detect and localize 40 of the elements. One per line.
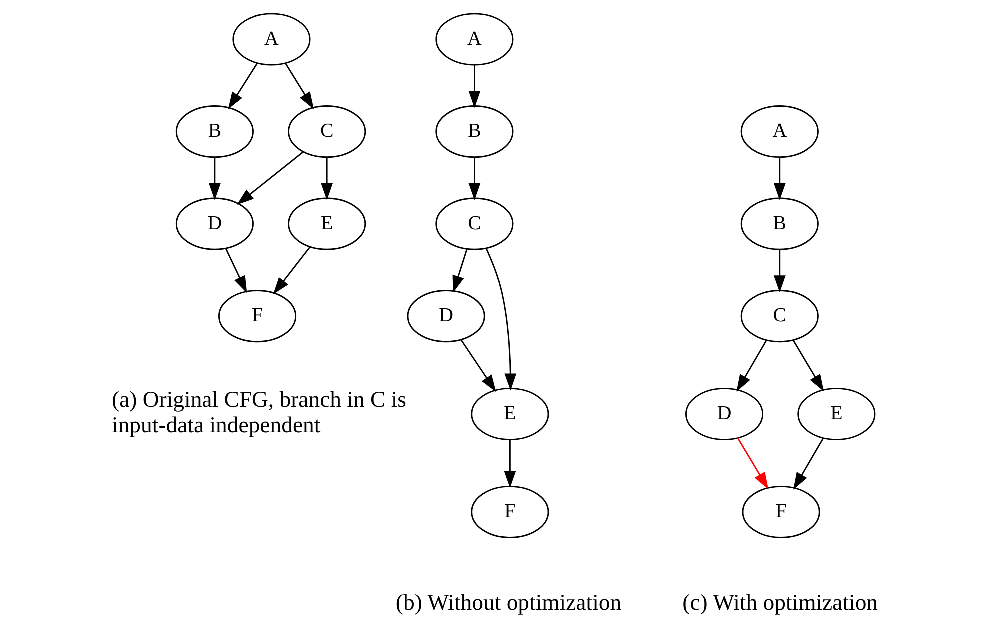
node-ellipse: D [176, 198, 254, 250]
node-ellipse: E [798, 388, 876, 441]
arrow [273, 246, 311, 295]
node-ellipse: E [288, 198, 366, 250]
arrow [794, 438, 824, 490]
node-ellipse: C [436, 198, 514, 250]
arrow [486, 248, 517, 391]
arrow [460, 340, 496, 392]
arrow [321, 158, 334, 200]
node-ellipse: A [436, 13, 514, 66]
arrow [468, 65, 481, 108]
arrow [285, 63, 314, 110]
node-ellipse: B [740, 198, 819, 250]
arrow [774, 158, 786, 200]
node-ellipse: B [176, 106, 254, 158]
label: (b) Without optimization [396, 590, 622, 615]
arrow [737, 438, 769, 490]
arrow [225, 248, 248, 294]
arrow [468, 158, 481, 200]
node-ellipse: E [471, 388, 550, 441]
arrow [208, 158, 221, 200]
node-ellipse: C [740, 290, 819, 343]
node-ellipse: B [436, 106, 514, 158]
arrow [237, 152, 304, 206]
arrow [504, 440, 516, 488]
label: (a) Original CFG, branch in C is input-data independent [112, 386, 406, 438]
node-ellipse: D [407, 290, 486, 343]
node-ellipse: C [288, 106, 366, 158]
node-ellipse: F [218, 290, 297, 343]
label: (c) With optimization [682, 590, 878, 615]
arrow [774, 250, 786, 293]
arrow [792, 340, 824, 392]
node-ellipse: D [686, 388, 764, 441]
node-ellipse: A [740, 106, 819, 158]
arrow [452, 249, 468, 293]
node-ellipse: A [232, 13, 311, 66]
node-ellipse: F [742, 486, 820, 538]
arrow [228, 63, 258, 110]
arrow [736, 340, 768, 392]
node-ellipse: F [471, 486, 550, 538]
